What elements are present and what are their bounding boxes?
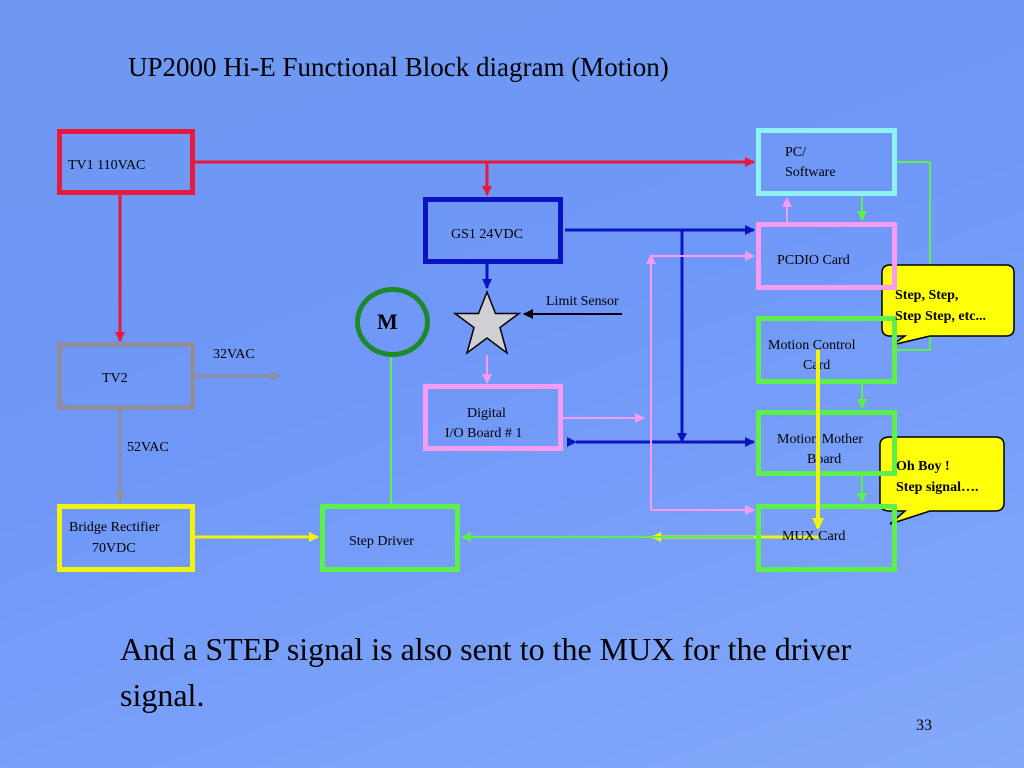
gs1-block [423, 197, 563, 264]
digital-io-line1: Digital [467, 406, 506, 421]
motion-mother-line1: Motion Mother [777, 432, 863, 447]
callout-ohboy-bubble [879, 436, 1005, 525]
red-power-lines [115, 157, 755, 342]
tv1-block [57, 129, 195, 195]
limit-sensor-label: Limit Sensor [546, 294, 619, 309]
callout-step-text: Step, Step, Step Step, etc... [895, 288, 986, 324]
blue-lines [482, 225, 755, 447]
motion-control-line1: Motion Control [768, 338, 856, 353]
tv2-label: TV2 [102, 371, 128, 386]
mux-card-block [756, 504, 897, 572]
motion-mother-line2: Board [807, 452, 842, 467]
pc-line1: PC/ [785, 145, 807, 160]
motion-control-line2: Card [803, 358, 831, 373]
motor-label: M [377, 309, 398, 334]
pcdio-card-block [756, 222, 897, 290]
pink-lines [482, 197, 792, 515]
callout-step-bubble [881, 264, 1015, 346]
motion-control-card-block [756, 316, 897, 384]
pc-software-block [756, 128, 897, 196]
mux-card-label: MUX Card [782, 529, 846, 544]
gray-lines [115, 371, 281, 503]
green-lines [390, 161, 931, 542]
callout-ohboy-text: Oh Boy ! Step signal…. [896, 459, 979, 495]
pcdio-label: PCDIO Card [777, 253, 850, 268]
bridge-rectifier-block [57, 504, 195, 572]
pc-line2: Software [785, 165, 836, 180]
step-driver-label: Step Driver [349, 534, 414, 549]
digital-io-block [423, 384, 563, 451]
gs1-label: GS1 24VDC [451, 227, 523, 242]
tv1-label: TV1 110VAC [68, 158, 146, 173]
motor-circle [355, 287, 430, 357]
32vac-label: 32VAC [213, 347, 255, 362]
limit-sensor-star-icon [452, 289, 522, 355]
pc-to-motion-wire [897, 161, 931, 351]
bridge-rectifier-line2: 70VDC [92, 541, 136, 556]
52vac-label: 52VAC [127, 440, 169, 455]
page-number: 33 [916, 717, 932, 734]
slide-caption: And a STEP signal is also sent to the MU… [120, 631, 852, 713]
digital-io-line2: I/O Board # 1 [445, 426, 523, 441]
tv2-block [57, 342, 195, 410]
bridge-rectifier-line1: Bridge Rectifier [69, 520, 160, 535]
step-driver-block [320, 504, 460, 572]
page-title: UP2000 Hi-E Functional Block diagram (Mo… [128, 52, 669, 82]
motion-mother-board-block [756, 410, 897, 476]
